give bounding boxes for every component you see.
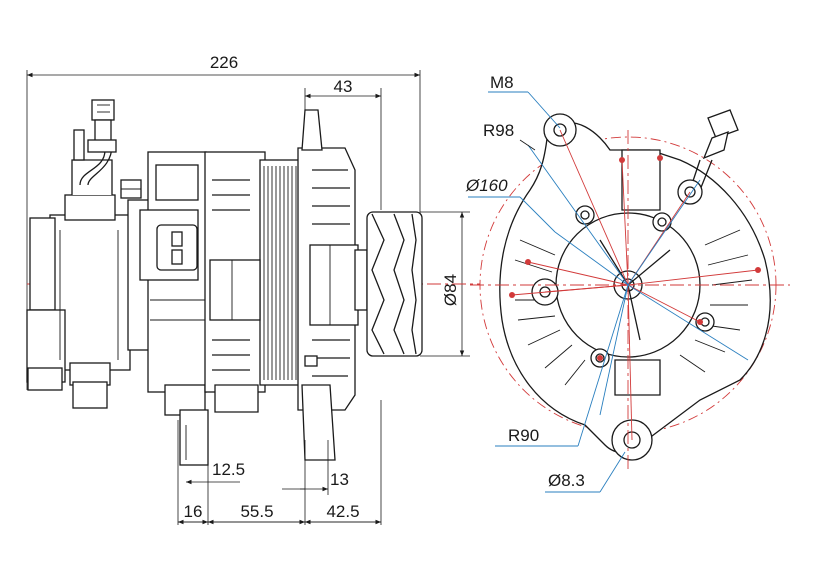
bottom-offset-label: 12.5 [212,460,245,479]
front-centerlines [470,129,790,470]
bottom-dimensions: 12.5 13 16 55.5 42.5 [177,400,382,525]
pulley-diameter-label: Ø84 [441,274,460,306]
front-view: M8 R98 Ø160 R90 Ø8.3 [465,73,790,493]
hole-diameter-label: Ø8.3 [548,471,585,490]
bottom-right-small-label: 13 [330,470,349,489]
radius-bottom-label: R90 [508,426,539,445]
bottom-left-label: 16 [184,502,203,521]
overall-length-label: 226 [210,53,238,72]
pulley-section-label: 43 [334,77,353,96]
pulley [366,211,423,357]
radius-top-label: R98 [483,121,514,140]
side-view: 226 43 Ø84 [26,53,480,525]
front-housing [297,109,368,461]
thread-label: M8 [490,73,514,92]
stator-body [204,151,303,413]
circle-diameter-label: Ø160 [465,176,508,195]
bottom-middle-label: 55.5 [240,502,273,521]
rear-housing [26,99,142,409]
front-leaders [468,91,749,493]
bottom-right-label: 42.5 [326,502,359,521]
front-connector [677,109,739,205]
rear-cover [127,151,209,466]
